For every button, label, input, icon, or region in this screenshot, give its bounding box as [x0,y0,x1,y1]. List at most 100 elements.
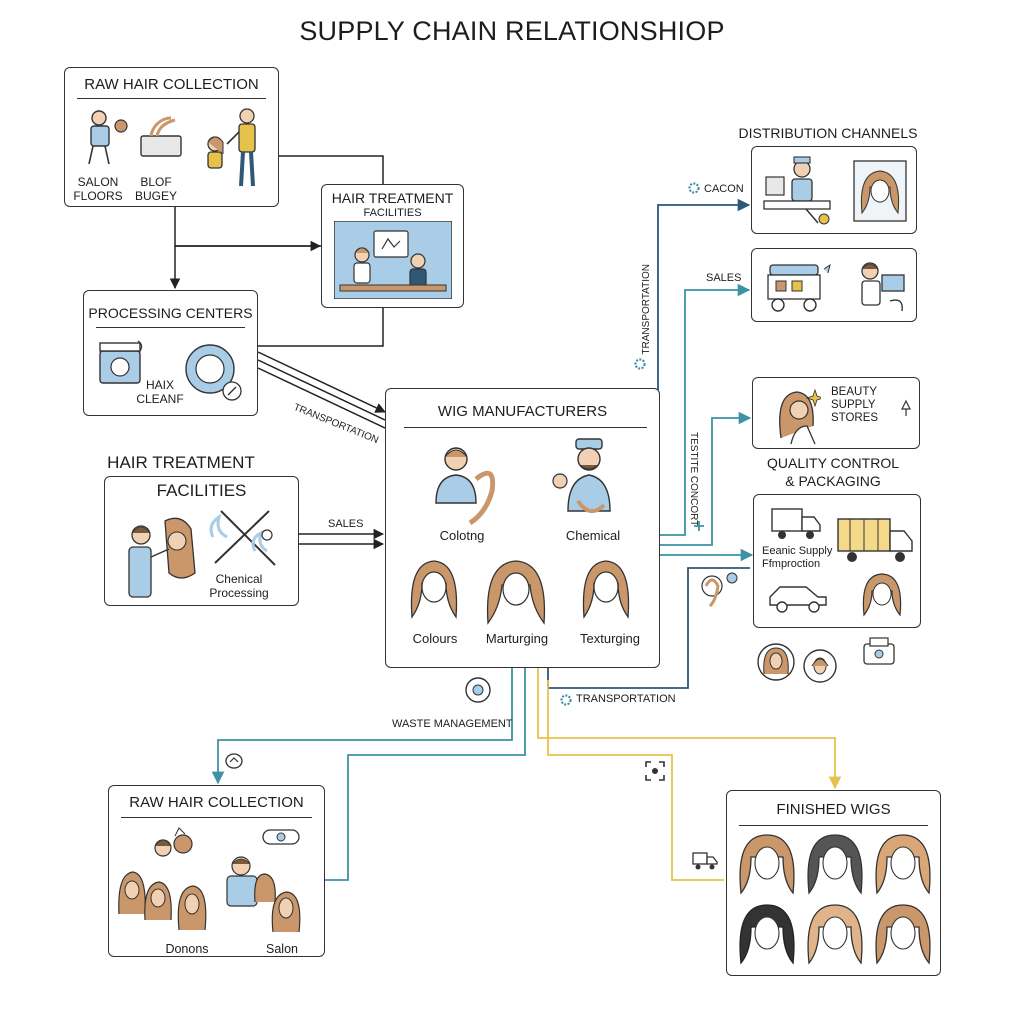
divider [404,427,647,428]
hair-collector-icon [88,110,128,165]
salon-floors-label: SALON FLOORS [73,175,123,203]
link-mfg-to-sales [660,283,751,536]
cleaning-drum-icon [185,344,242,401]
wig-head-icon [739,834,795,895]
treatment-lab-illustration [334,221,452,299]
wig-head-icon [582,560,630,619]
online-seller-icon [861,262,905,312]
divider [121,817,312,818]
marturging-label: Marturging [485,631,549,646]
wig-display-poster-icon [853,160,907,222]
processing-centers-box: PROCESSING CENTERS HAIX CLEANF [83,290,258,416]
eeanic-supply-label: Eeanic Supply Ffmproction [762,545,833,570]
recycle-icon [465,677,491,703]
transportation-bottom-label: TRANSPORTATION [576,693,676,705]
hair-treatment-left-heading: HAIR TREATMENT [107,453,255,472]
cacon-label: CACON [704,183,744,195]
link-mfg-to-raw-bottom [211,668,513,785]
link-mfg-to-finished [537,668,842,790]
salon-label: Salon [266,942,298,956]
scan-icon [645,761,665,781]
customer-profile-icon [779,388,821,445]
wig-head-icon [410,560,458,619]
hair-bundle-icon [140,116,182,157]
wig-head-icon [875,834,931,895]
distribution-box-a [751,146,917,234]
link-waste-return [325,668,526,881]
wig-maker-coloring-icon [435,447,496,526]
qc-title: QUALITY CONTROL & PACKAGING [767,455,899,489]
beauty-supply-box: BEAUTY SUPPLY STORES [752,377,920,449]
raw-hair-top-title: RAW HAIR COLLECTION [84,76,259,93]
delivery-cart-icon [767,263,831,312]
raw-hair-collection-bottom-box: RAW HAIR COLLECTION Donons Salon [108,785,325,957]
processing-title: PROCESSING CENTERS [88,305,253,321]
hair-treatment-small-title: HAIR TREATMENT [331,190,454,206]
tag-icon [225,753,243,769]
beauty-supply-label: BEAUTY SUPPLY STORES [831,386,879,425]
hair-treatment-small-box: HAIR TREATMENT FACILITIES [321,184,464,308]
chemical-label: Chemical [565,528,621,543]
portrait-badge-icon [757,643,795,681]
gear-icon [560,694,572,706]
manufacturers-title: WIG MANUFACTURERS [437,403,608,420]
hair-treatment-left-box: FACILITIES Chenical Processing [104,476,299,606]
hair-treatment-small-subtitle: FACILITIES [363,207,422,219]
divider [739,825,928,826]
wig-head-icon [739,904,795,965]
package-icon [863,637,895,665]
testing-label: TESTITE CONCORT [688,432,699,527]
qc-box: Eeanic Supply Ffmproction [753,494,921,628]
collector-group-icon [118,856,301,933]
truck-icon [771,508,821,539]
truck-icon [692,852,718,870]
page-title: SUPPLY CHAIN RELATIONSHIOP [299,16,725,46]
texturging-label: Texturging [580,631,640,646]
divider [96,327,245,328]
link-raw-to-treatment [174,206,322,252]
wig-maker-chemical-icon [552,438,611,513]
portrait-badge-icon [803,649,837,683]
finished-wigs-box: FINISHED WIGS [726,790,941,976]
donons-label: Donons [165,942,209,956]
link-finished-feed [547,680,724,881]
chenical-processing-label: Chenical Processing [209,572,269,600]
wig-manufacturers-box: WIG MANUFACTURERS Colotng Chemical Colou… [385,388,660,668]
gear-icon [634,358,646,370]
worker-at-desk-icon [763,156,831,225]
link-mfg-to-distribution [657,198,751,390]
washing-machine-icon [99,340,143,384]
colotng-label: Colotng [439,528,485,543]
link-processing-to-mfg-c [257,367,386,429]
wig-head-icon [862,573,902,617]
wig-head-icon [807,904,863,965]
plus-icon [694,521,704,531]
sales-right-label: SALES [706,272,742,284]
divider [77,98,266,99]
distribution-box-b [751,248,917,322]
chemical-tools-icon [209,510,276,566]
car-icon [769,586,827,613]
paintbrush-icon [901,399,911,416]
gear-icon [688,182,700,194]
cargo-truck-icon [837,518,913,562]
distribution-title: DISTRIBUTION CHANNELS [738,125,918,141]
link-processing-to-mfg-b [257,359,386,421]
wig-head-icon [807,834,863,895]
people-icon [154,827,193,857]
wig-head-icon [486,560,546,625]
raw-hair-bottom-title: RAW HAIR COLLECTION [129,794,304,811]
finished-title: FINISHED WIGS [776,801,891,818]
link-mfg-to-beauty [660,411,752,546]
finished-wig-grid [739,834,931,965]
wig-head-icon [875,904,931,965]
hair-treatment-left-title: FACILITIES [156,481,247,500]
colours-label: Colours [412,631,458,646]
waste-management-label: WASTE MANAGEMENT [392,718,513,730]
raw-hair-collection-top-box: RAW HAIR COLLECTION SALON FLOORS BLOF BU… [64,67,279,207]
hair-sample-icon [701,572,738,608]
stylist-client-icon [128,517,196,598]
sales-left-label: SALES [328,518,364,530]
blof-bugey-label: BLOF BUGEY [134,175,177,203]
